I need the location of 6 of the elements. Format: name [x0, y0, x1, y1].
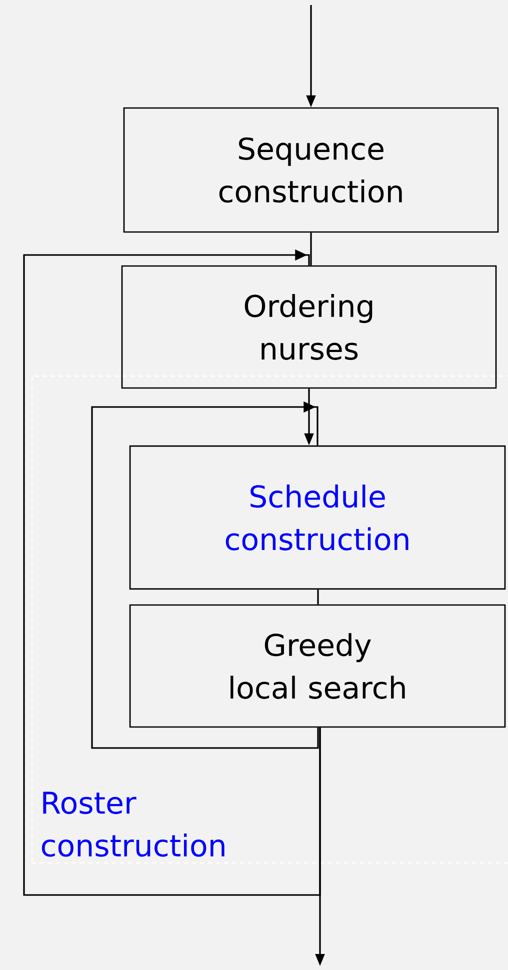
arrow — [91, 401, 319, 749]
process-box: Greedy local search — [129, 604, 506, 728]
process-box: Ordering nurses — [121, 265, 497, 389]
process-box: Schedule construction — [129, 445, 506, 590]
arrow — [23, 249, 321, 896]
process-box: Sequence construction — [123, 107, 499, 233]
